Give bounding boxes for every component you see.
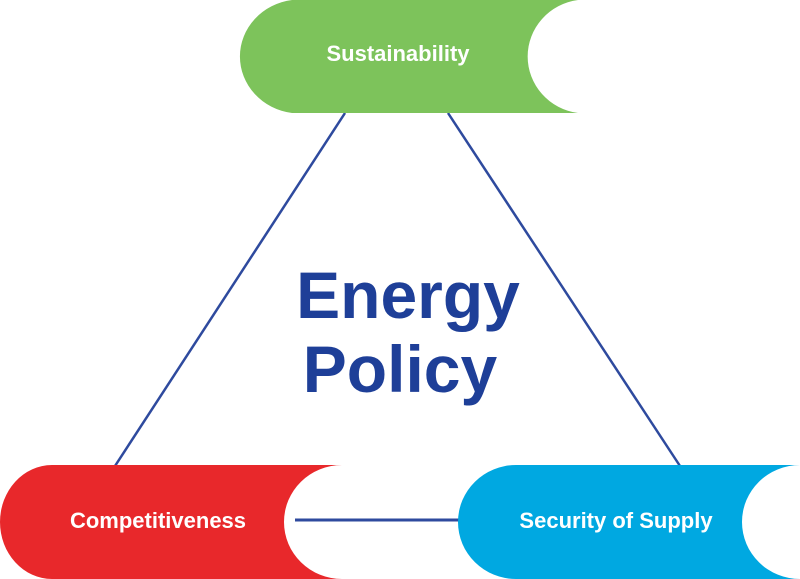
node-competitiveness: Competitiveness [0,465,342,579]
node-label: Sustainability [326,41,470,66]
title-line-1: Energy [296,258,520,332]
node-label: Security of Supply [519,508,713,533]
node-label: Competitiveness [70,508,246,533]
title-line-2: Policy [303,332,498,406]
node-security-of-supply: Security of Supply [458,465,800,579]
node-sustainability: Sustainability [239,0,578,113]
connector-sustainability-security [446,112,682,467]
connector-sustainability-competitiveness [113,112,347,467]
